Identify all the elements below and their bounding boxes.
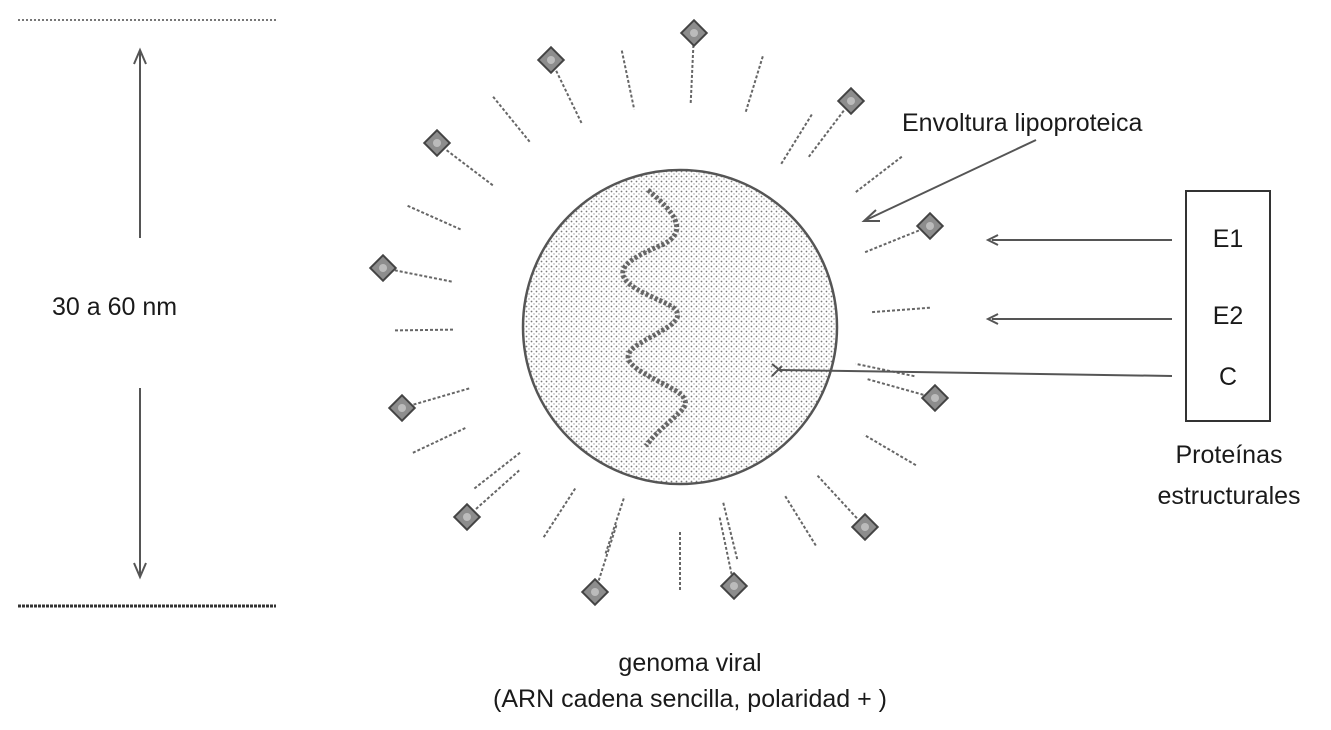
envelope-arrow bbox=[866, 140, 1036, 220]
spike-stem bbox=[606, 497, 625, 554]
spike-stem bbox=[476, 470, 519, 509]
nucleocapsid-circle bbox=[523, 170, 837, 484]
spike-stem bbox=[556, 71, 581, 123]
spike-stem bbox=[809, 111, 844, 157]
spike-stem bbox=[745, 56, 763, 113]
glycoprotein-knob-center bbox=[861, 523, 869, 531]
spike-stem bbox=[414, 388, 470, 404]
spike-stem bbox=[395, 270, 452, 281]
spike-stem bbox=[599, 525, 617, 580]
proteins-label-line2: estructurales bbox=[1150, 481, 1308, 511]
glycoprotein-knob-center bbox=[379, 264, 387, 272]
spike-stem bbox=[691, 45, 694, 103]
genome-label-line1: genoma viral bbox=[440, 648, 940, 678]
spike-stem bbox=[720, 518, 732, 575]
glycoprotein-knob-center bbox=[730, 582, 738, 590]
spike-stem bbox=[780, 115, 812, 166]
spike-stem bbox=[868, 379, 924, 395]
spike-stem bbox=[395, 330, 455, 331]
c-pointer-line bbox=[780, 370, 1172, 376]
spike-stem bbox=[865, 231, 919, 253]
size-label: 30 a 60 nm bbox=[52, 292, 177, 322]
spike-stem bbox=[818, 476, 857, 519]
glycoprotein-knob-center bbox=[433, 139, 441, 147]
spike-stem bbox=[856, 364, 915, 376]
spike-stem bbox=[447, 150, 493, 185]
spike-stem bbox=[723, 501, 737, 559]
protein-label-c: C bbox=[1186, 363, 1270, 392]
spike-stem bbox=[493, 97, 531, 144]
glycoprotein-knob-center bbox=[931, 394, 939, 402]
glycoprotein-knob-center bbox=[547, 56, 555, 64]
protein-label-e1: E1 bbox=[1186, 225, 1270, 254]
spike-stem bbox=[544, 487, 577, 537]
glycoprotein-knob-center bbox=[398, 404, 406, 412]
envelope-label: Envoltura lipoproteica bbox=[902, 108, 1142, 138]
glycoprotein-knob-center bbox=[463, 513, 471, 521]
glycoprotein-knob-center bbox=[591, 588, 599, 596]
spike-stem bbox=[870, 308, 930, 313]
glycoprotein-knob-center bbox=[847, 97, 855, 105]
glycoprotein-knob-center bbox=[690, 29, 698, 37]
protein-label-e2: E2 bbox=[1186, 302, 1270, 331]
spike-stem bbox=[864, 435, 916, 465]
spike-stem bbox=[413, 427, 467, 453]
spike-stem bbox=[854, 157, 902, 194]
glycoprotein-knob-center bbox=[926, 222, 934, 230]
spike-stem bbox=[474, 452, 521, 489]
genome-label-line2: (ARN cadena sencilla, polaridad + ) bbox=[390, 684, 990, 714]
spike-stem bbox=[784, 495, 816, 546]
spike-stem bbox=[622, 51, 634, 110]
spike-stem bbox=[408, 206, 463, 230]
proteins-label-line1: Proteínas bbox=[1150, 440, 1308, 470]
